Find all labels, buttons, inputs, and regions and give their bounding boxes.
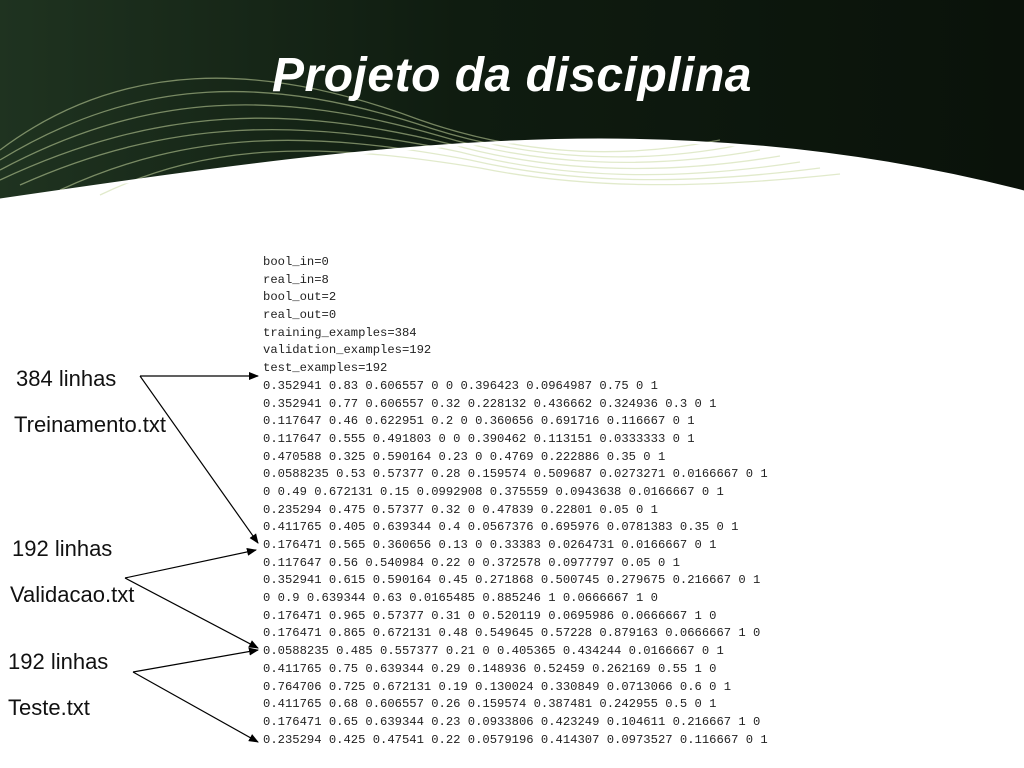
training-file-label: Treinamento.txt (14, 412, 167, 437)
code-line: 0.352941 0.615 0.590164 0.45 0.271868 0.… (263, 573, 761, 588)
code-line: 0.176471 0.965 0.57377 0.31 0 0.520119 0… (263, 608, 717, 623)
code-line: 0.352941 0.77 0.606557 0.32 0.228132 0.4… (263, 396, 717, 411)
code-line: validation_examples=192 (263, 343, 432, 358)
code-line: bool_in=0 (263, 255, 329, 269)
code-line: 0.117647 0.555 0.491803 0 0 0.390462 0.1… (263, 431, 695, 446)
code-line: test_examples=192 (263, 361, 388, 376)
code-line: training_examples=384 (263, 325, 417, 340)
test-file-label: Teste.txt (8, 695, 90, 720)
code-line: 0.117647 0.56 0.540984 0.22 0 0.372578 0… (263, 555, 680, 570)
code-line: real_out=0 (263, 308, 337, 323)
arrow-validation-end (124, 577, 259, 649)
arrow-validation-start (124, 547, 257, 579)
code-line: 0.411765 0.75 0.639344 0.29 0.148936 0.5… (263, 661, 717, 676)
code-line: 0.176471 0.565 0.360656 0.13 0 0.33383 0… (263, 538, 717, 552)
arrow-test-start (132, 647, 259, 673)
code-line: 0.176471 0.65 0.639344 0.23 0.0933806 0.… (263, 714, 761, 729)
validation-count-label: 192 linhas (12, 536, 113, 561)
validation-file-label: Validacao.txt (10, 582, 135, 607)
code-line: 0.0588235 0.485 0.557377 0.21 0 0.405365… (263, 644, 724, 659)
code-line: 0.411765 0.405 0.639344 0.4 0.0567376 0.… (263, 520, 739, 535)
arrow-training-end (139, 375, 259, 544)
code-line: 0.411765 0.68 0.606557 0.26 0.159574 0.3… (263, 697, 717, 712)
code-line: 0.470588 0.325 0.590164 0.23 0 0.4769 0.… (263, 449, 666, 464)
code-line: real_in=8 (263, 272, 329, 287)
code-line: 0.352941 0.83 0.606557 0 0 0.396423 0.09… (263, 378, 658, 393)
code-line: 0 0.49 0.672131 0.15 0.0992908 0.375559 … (263, 484, 724, 499)
header-banner (0, 0, 1024, 202)
slide-title: Projeto da disciplina (272, 49, 752, 102)
training-count-label: 384 linhas (16, 366, 117, 391)
code-line: 0.117647 0.46 0.622951 0.2 0 0.360656 0.… (263, 414, 695, 429)
code-line: 0.235294 0.475 0.57377 0.32 0 0.47839 0.… (263, 502, 658, 517)
code-line: 0.0588235 0.53 0.57377 0.28 0.159574 0.5… (263, 467, 768, 482)
code-line: 0.764706 0.725 0.672131 0.19 0.130024 0.… (263, 679, 732, 694)
code-line: 0 0.9 0.639344 0.63 0.0165485 0.885246 1… (263, 591, 658, 606)
test-count-label: 192 linhas (8, 649, 109, 674)
code-line: 0.176471 0.865 0.672131 0.48 0.549645 0.… (263, 626, 761, 641)
arrow-test-end (132, 671, 259, 743)
code-line: bool_out=2 (263, 290, 337, 305)
code-line: 0.235294 0.425 0.47541 0.22 0.0579196 0.… (263, 732, 768, 747)
